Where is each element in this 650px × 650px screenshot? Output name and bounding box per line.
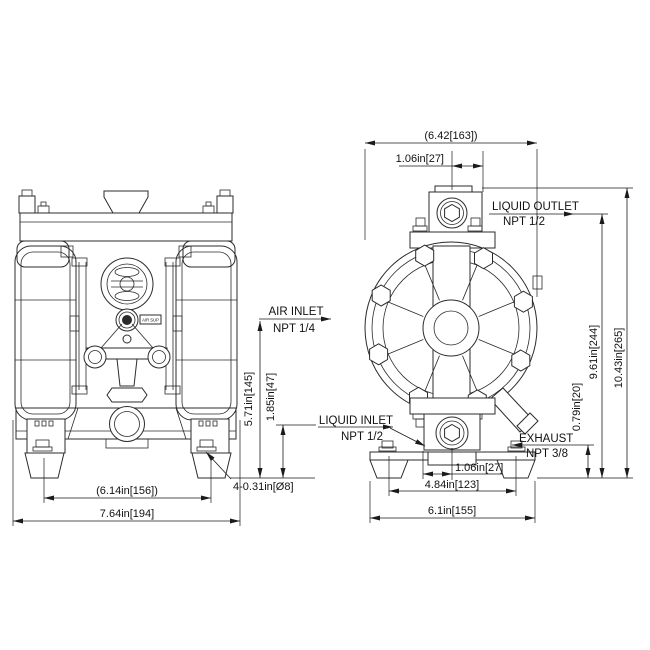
- label-exhaust: EXHAUST NPT 3/8: [512, 433, 594, 460]
- pump-body-circle: [364, 241, 543, 415]
- svg-text:LIQUID INLET: LIQUID INLET: [319, 415, 393, 427]
- label-liquid-inlet: LIQUID INLET NPT 1/2: [318, 415, 426, 447]
- svg-text:NPT 1/2: NPT 1/2: [341, 431, 383, 443]
- dim-side-foot-hole-span: 4.84in[123]: [388, 456, 517, 496]
- svg-text:1.06in[27]: 1.06in[27]: [396, 153, 444, 165]
- dim-side-inlet-offset: 1.06in[27]: [422, 448, 503, 480]
- svg-text:7.64in[194]: 7.64in[194]: [100, 508, 154, 520]
- liquid-inlet-housing: [409, 397, 496, 451]
- dim-side-outlet-offset: 1.06in[27]: [396, 151, 484, 192]
- svg-text:6.1in[155]: 6.1in[155]: [428, 505, 476, 517]
- air-sup-plate: [139, 314, 162, 325]
- dim-side-base-width: 6.1in[155]: [369, 481, 536, 523]
- svg-text:1.06in[27]: 1.06in[27]: [455, 462, 503, 474]
- dimension-annotations: (6.42[163]) 1.06in[27] LIQUID OUTLET NPT…: [12, 130, 633, 526]
- left-chamber: [14, 245, 80, 421]
- svg-text:5.71in[145]: 5.71in[145]: [243, 372, 255, 426]
- inlet-hex-nut: [106, 387, 148, 403]
- svg-text:NPT 3/8: NPT 3/8: [526, 448, 568, 460]
- dim-outlet-height: 9.61in[244]: [588, 214, 605, 478]
- svg-text:LIQUID OUTLET: LIQUID OUTLET: [492, 201, 579, 213]
- dim-side-body-width: (6.42[163]): [364, 130, 538, 297]
- bracket-and-mufflers: [83, 323, 171, 369]
- label-air-inlet: AIR INLET NPT 1/4: [259, 306, 331, 335]
- svg-text:1.85in[47]: 1.85in[47]: [265, 373, 277, 421]
- svg-text:AIR INLET: AIR INLET: [269, 306, 324, 318]
- svg-text:NPT 1/2: NPT 1/2: [503, 216, 545, 228]
- svg-text:4-0.31in[Ø8]: 4-0.31in[Ø8]: [233, 481, 294, 493]
- tie-rods: [71, 257, 181, 395]
- svg-text:NPT 1/4: NPT 1/4: [273, 323, 316, 335]
- air-sup-plate-text: AIR SUP: [142, 318, 159, 323]
- svg-text:(6.14in[156]): (6.14in[156]): [96, 485, 158, 497]
- dim-front-foot-span: (6.14in[156]): [43, 458, 212, 503]
- dim-front-overall-width: 7.64in[194]: [12, 420, 241, 526]
- dim-mounting-holes: 4-0.31in[Ø8]: [205, 451, 294, 493]
- dim-air-inlet-height: 5.71in[145]: [243, 321, 263, 478]
- dim-overall-height: 10.43in[265]: [482, 187, 633, 479]
- front-base-feet: [24, 418, 232, 479]
- air-inlet-port: AIR SUP: [115, 308, 162, 332]
- svg-text:(6.42[163]): (6.42[163]): [424, 130, 477, 142]
- top-port: [103, 190, 149, 214]
- label-liquid-outlet: LIQUID OUTLET NPT 1/2: [489, 201, 608, 228]
- svg-text:EXHAUST: EXHAUST: [519, 433, 573, 445]
- air-valve-emblem: [100, 257, 154, 311]
- svg-text:4.84in[123]: 4.84in[123]: [425, 479, 479, 491]
- svg-text:0.79in[20]: 0.79in[20]: [571, 383, 583, 431]
- svg-text:9.61in[244]: 9.61in[244]: [588, 325, 600, 379]
- liquid-outlet-housing: [428, 185, 483, 235]
- dim-liquid-inlet-height: 1.85in[47]: [230, 373, 316, 479]
- exhaust-pipe: [489, 387, 539, 435]
- side-view-drawing: [364, 185, 543, 479]
- svg-text:10.43in[265]: 10.43in[265]: [613, 328, 625, 389]
- dim-exhaust-height: 0.79in[20]: [571, 383, 591, 478]
- front-view-drawing: AIR SUP: [14, 189, 238, 479]
- front-lower-manifold: [15, 358, 237, 449]
